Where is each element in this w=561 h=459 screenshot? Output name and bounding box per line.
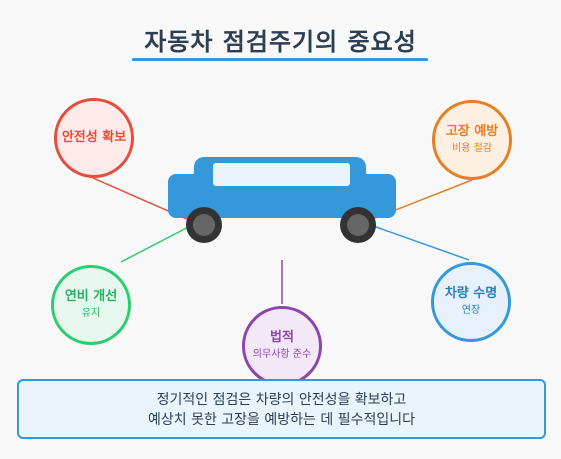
node-lifespan: 차량 수명 연장 [431, 262, 511, 342]
node-lifespan-label: 차량 수명 [444, 286, 498, 301]
summary-box: 정기적인 점검은 차량의 안전성을 확보하고 예상치 못한 고장을 예방하는 데… [17, 379, 546, 439]
diagram-title: 자동차 점검주기의 중요성 [144, 28, 417, 56]
connector-fuel [120, 221, 199, 263]
node-fuel-sub: 유지 [81, 308, 101, 319]
summary-line-1: 정기적인 점검은 차량의 안전성을 확보하고 [156, 392, 407, 408]
connector-lifespan [361, 221, 470, 261]
node-legal-label: 법적 [270, 330, 294, 345]
summary-line-2: 예상치 못한 고장을 예방하는 데 필수적입니다 [148, 412, 415, 428]
node-prevention: 고장 예방 비용 절감 [432, 100, 512, 180]
node-prevention-label: 고장 예방 [445, 124, 499, 139]
node-legal: 법적 의무사항 준수 [242, 306, 322, 386]
car-window [213, 163, 350, 186]
node-fuel: 연비 개선 유지 [51, 265, 131, 345]
node-legal-sub: 의무사항 준수 [252, 349, 312, 360]
title-underline [132, 58, 428, 61]
node-lifespan-sub: 연장 [461, 305, 481, 316]
car-icon [168, 157, 396, 243]
node-prevention-sub: 비용 절감 [452, 143, 492, 154]
node-fuel-label: 연비 개선 [64, 289, 118, 304]
node-safety-label: 안전성 확보 [61, 130, 127, 145]
node-safety: 안전성 확보 [54, 98, 134, 178]
